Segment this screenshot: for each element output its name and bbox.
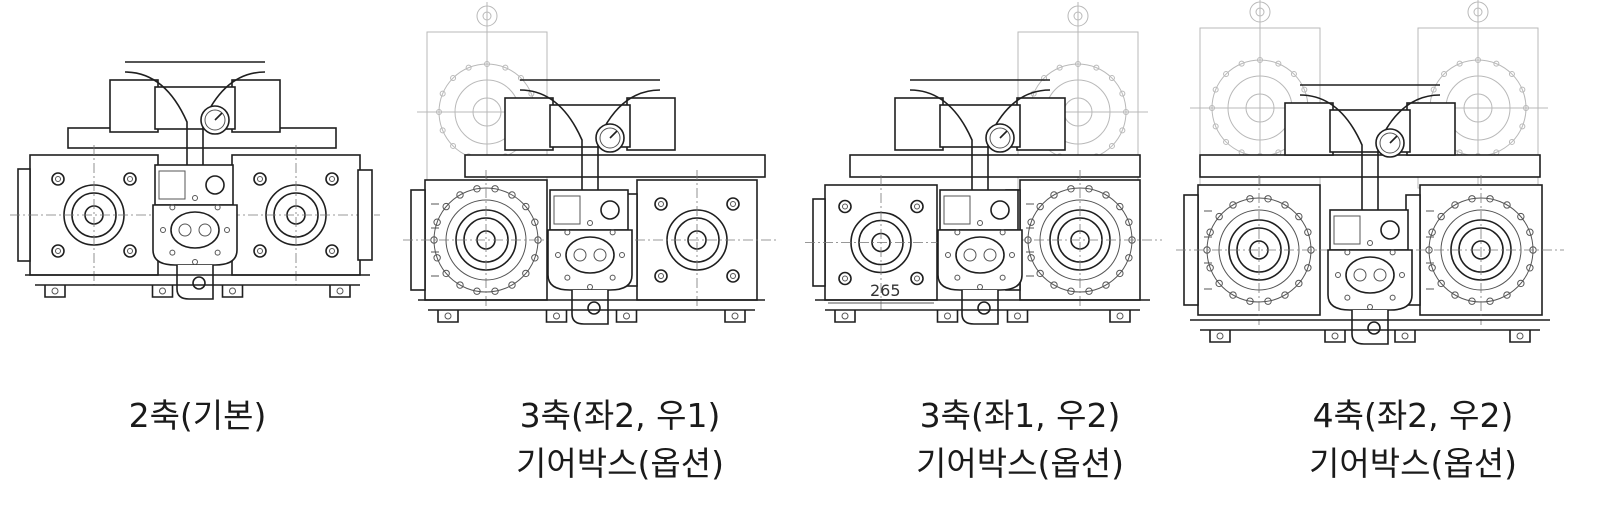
drawing-2axis <box>10 61 380 300</box>
drawing-3axis-l2r1 <box>403 2 777 325</box>
caption-4axis-l2r2-line2: 기어박스(옵션) <box>1309 444 1517 483</box>
caption-2axis: 2축(기본) <box>90 392 305 440</box>
caption-3axis-l2r1: 3축(좌2, 우1) 기어박스(옵션) <box>470 392 770 488</box>
dimension-label: 265 <box>870 281 901 300</box>
caption-4axis-l2r2: 4축(좌2, 우2) 기어박스(옵션) <box>1263 392 1563 488</box>
caption-3axis-l1r2-line1: 3축(좌1, 우2) <box>919 396 1121 435</box>
caption-3axis-l2r1-line1: 3축(좌2, 우1) <box>519 396 721 435</box>
caption-2axis-line1: 2축(기본) <box>128 396 267 435</box>
drawing-4axis-l2r2 <box>1176 0 1564 345</box>
drawing-3axis-l1r2: 265 <box>805 2 1162 325</box>
caption-3axis-l1r2: 3축(좌1, 우2) 기어박스(옵션) <box>870 392 1170 488</box>
caption-3axis-l2r1-line2: 기어박스(옵션) <box>516 444 724 483</box>
caption-3axis-l1r2-line2: 기어박스(옵션) <box>916 444 1124 483</box>
caption-4axis-l2r2-line1: 4축(좌2, 우2) <box>1312 396 1514 435</box>
